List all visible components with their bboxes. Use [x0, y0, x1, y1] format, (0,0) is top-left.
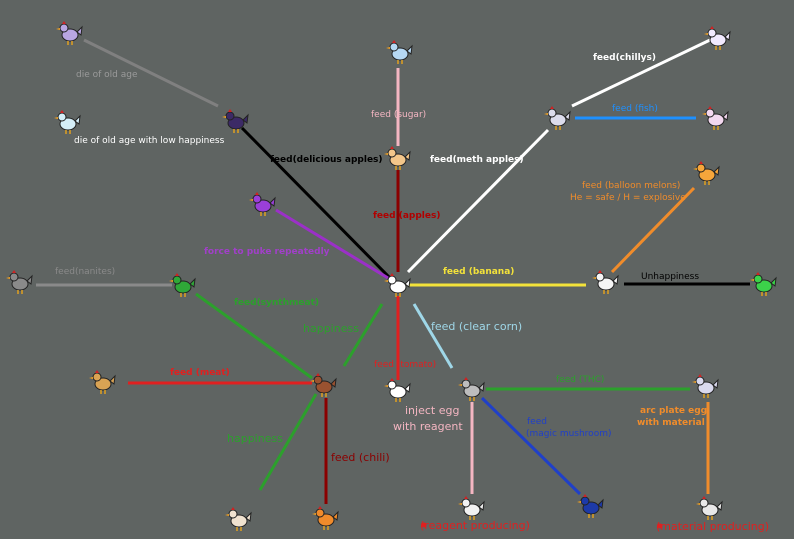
label-material-producing: (material producing) — [656, 520, 769, 533]
label-meth-apples: feed(meth apples) — [430, 155, 524, 165]
label-clear-corn: feed (clear corn) — [431, 320, 522, 333]
label-reagent-producing: (reagent producing) — [420, 519, 530, 532]
label-inject-egg: inject egg — [405, 404, 459, 417]
edge-meth-chilly — [571, 38, 711, 108]
chicken-icon-dark — [222, 109, 249, 133]
edge-purple-center — [275, 208, 389, 280]
chicken-icon-raptor — [89, 370, 116, 394]
label-fish: feed (fish) — [612, 104, 658, 114]
nodes-layer — [6, 21, 777, 531]
chicken-icon-banana — [592, 270, 619, 294]
label-unhappiness: Unhappiness — [641, 272, 699, 282]
label-die-old-age: die of old age — [76, 70, 138, 80]
label-chili: feed (chili) — [331, 451, 390, 464]
label-magic-feed: feed — [527, 417, 547, 427]
label-arc-material: with material — [637, 418, 705, 428]
label-thc: feed (THC) — [556, 375, 604, 385]
label-chillys: feed(chillys) — [593, 53, 656, 63]
chicken-icon-balloon — [693, 161, 720, 185]
chicken-icon-center — [384, 273, 411, 297]
label-happiness-2: happiness — [227, 432, 283, 445]
edge-thc-blue — [480, 396, 582, 496]
label-die-low-happiness: die of old age with low happiness — [74, 136, 225, 146]
label-balloon-melons: feed (balloon melons) — [582, 181, 680, 191]
label-happiness-1: happiness — [303, 322, 359, 335]
chicken-icon-tomato — [384, 378, 411, 402]
chicken-icon-sugar — [386, 40, 413, 64]
chicken-icon-clear — [692, 374, 719, 398]
label-nanites: feed(nanites) — [55, 267, 115, 277]
chicken-icon-chilly — [704, 26, 731, 50]
chicken-icon-golden — [384, 146, 411, 170]
edge-old-dark — [83, 38, 219, 108]
chicken-icon-white2 — [696, 496, 723, 520]
edge-brown-hen — [258, 393, 318, 491]
label-puke: force to puke repeatedly — [204, 247, 330, 257]
label-magic-mushroom: (magic mushroom) — [526, 429, 611, 439]
chicken-icon-ghost — [54, 110, 81, 134]
chicken-icon-purple — [249, 192, 276, 216]
label-apples: feed (apples) — [373, 211, 440, 221]
label-sugar: feed (sugar) — [371, 110, 426, 120]
chicken-icon-fish — [702, 106, 729, 130]
chicken-icon-thc — [458, 377, 485, 401]
chicken-icon-green — [169, 273, 196, 297]
edge-center-brown — [342, 303, 384, 367]
chicken-icon-hen — [225, 507, 252, 531]
label-meat: feed (meat) — [170, 368, 230, 378]
chicken-icon-white1 — [458, 496, 485, 520]
label-banana: feed (banana) — [443, 267, 514, 277]
edge-dark-center — [240, 126, 394, 282]
chicken-icon-chili — [312, 506, 339, 530]
label-tomato: feed (tomato) — [374, 360, 436, 370]
label-delicious-apples: feed(delicious apples) — [270, 155, 383, 165]
asterisk-icon — [657, 523, 663, 529]
label-balloon-note: He = safe / H = explosive — [570, 193, 686, 203]
chicken-icon-blue — [577, 494, 604, 518]
label-with-reagent: with reagent — [393, 420, 463, 433]
asterisk-icon — [421, 522, 427, 528]
chicken-icon-meth — [544, 106, 571, 130]
edge-green-brown — [195, 292, 313, 380]
chicken-icon-greenish — [750, 272, 777, 296]
edge-center-thc — [412, 303, 454, 369]
label-arc-plate: arc plate egg — [640, 406, 707, 416]
chicken-icon-old — [56, 21, 83, 45]
label-synthmeat: feed(synthmeat) — [234, 298, 319, 308]
edge-center-meth — [406, 128, 550, 274]
chicken-icon-brown — [310, 373, 337, 397]
chicken-icon-nanite — [6, 270, 33, 294]
edge-balloon-banana — [610, 186, 696, 274]
